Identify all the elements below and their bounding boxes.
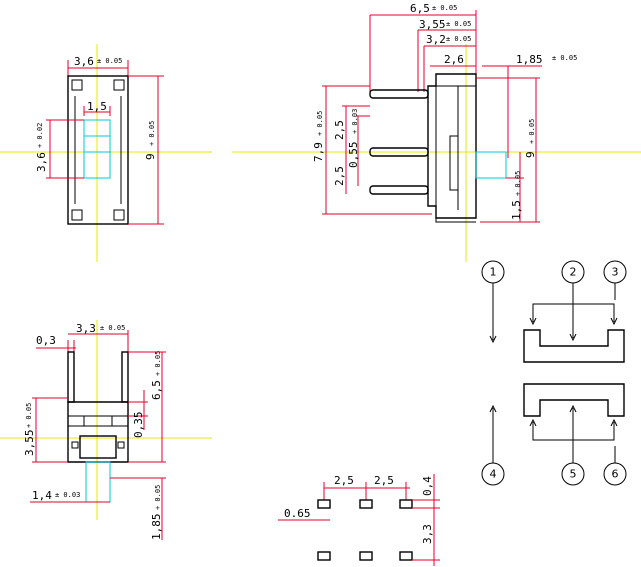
front-actuator-height-tolerance: + 0.05 bbox=[154, 485, 162, 510]
body-label: 2,6 bbox=[444, 53, 464, 66]
pitch-top-label: 2,5 bbox=[333, 120, 346, 140]
pin-number-5: 5 bbox=[570, 468, 577, 481]
footprint-pitch2-label: 2,5 bbox=[374, 474, 394, 487]
front-actuator bbox=[85, 461, 111, 503]
corner-tabs bbox=[71, 79, 125, 221]
front-body-outline bbox=[67, 401, 129, 463]
front-actuator-label: 1,4 bbox=[32, 489, 52, 502]
pitch-bottom-label: 2,5 bbox=[333, 166, 346, 186]
pad bbox=[399, 499, 413, 509]
pad bbox=[359, 551, 373, 561]
lead-5-branch bbox=[573, 422, 615, 441]
side-body-outline bbox=[427, 73, 477, 219]
front-window bbox=[79, 435, 117, 459]
pin-length-label: 3,55 bbox=[419, 18, 446, 31]
total-height-tolerance: + 0.05 bbox=[316, 111, 324, 136]
pad bbox=[399, 551, 413, 561]
front-body-label: 3,55 bbox=[23, 430, 36, 457]
height-label: 9 bbox=[144, 153, 157, 160]
top-actuator bbox=[83, 119, 111, 179]
pin-number-6: 6 bbox=[612, 468, 619, 481]
overall-tolerance: ± 0.05 bbox=[432, 4, 457, 12]
lead-5-branch bbox=[532, 422, 573, 441]
front-tab-right bbox=[117, 441, 125, 449]
pad-label: 0,4 bbox=[421, 476, 434, 496]
pin-bend-tolerance: ± 0.05 bbox=[446, 35, 471, 43]
actuator-width-label: 1,5 bbox=[510, 200, 523, 220]
front-height-label: 6,5 bbox=[150, 380, 163, 400]
front-actuator-tolerance: ± 0.03 bbox=[55, 491, 80, 499]
slot-label: 1,5 bbox=[87, 100, 107, 113]
arrow-1 bbox=[489, 335, 497, 344]
pin-length-tolerance: ± 0.05 bbox=[446, 20, 471, 28]
front-pin-left bbox=[67, 351, 75, 403]
row-label: 3,3 bbox=[421, 524, 434, 544]
arrow-5b bbox=[529, 418, 537, 427]
actuator-width-tolerance: + 0.05 bbox=[514, 171, 522, 196]
arrow-2 bbox=[569, 333, 577, 342]
slot-height-tolerance: + 0.02 bbox=[36, 123, 44, 148]
arrow-5 bbox=[569, 404, 577, 413]
pin-thick-label: 0,3 bbox=[36, 334, 56, 347]
pin-bend-label: 3,2 bbox=[426, 33, 446, 46]
pin-width-tolerance: + 0.03 bbox=[351, 109, 359, 134]
lead-2-branch bbox=[573, 303, 615, 322]
pin-span-label: 3,3 bbox=[76, 322, 96, 335]
pad bbox=[359, 499, 373, 509]
arrow-2c bbox=[610, 317, 618, 326]
side-view: 6,5 ± 0.05 3,55 ± 0.05 3,2 ± 0.05 2,6 1,… bbox=[232, 2, 641, 262]
slot-height-label: 3,6 bbox=[35, 152, 48, 172]
footprint-pitch1-label: 2,5 bbox=[334, 474, 354, 487]
pin-number-3: 3 bbox=[612, 266, 619, 279]
arrow-2b bbox=[529, 317, 537, 326]
top-body-outline bbox=[67, 75, 129, 225]
front-body-tolerance: + 0.05 bbox=[25, 403, 33, 428]
pad bbox=[317, 499, 331, 509]
actuator-tolerance: ± 0.05 bbox=[552, 54, 577, 62]
arrow-4 bbox=[489, 404, 497, 413]
front-view: 0,3 3,3 ± 0.05 6,5 + 0.05 3,55 + 0.05 bbox=[0, 320, 212, 540]
lead-2-branch bbox=[532, 303, 573, 322]
pin-number-2: 2 bbox=[570, 266, 577, 279]
pin-number-4: 4 bbox=[490, 468, 497, 481]
pin-width-label: 0,55 bbox=[347, 142, 360, 169]
arrow-5c bbox=[610, 418, 618, 427]
body-height-tolerance: + 0.05 bbox=[528, 119, 536, 144]
pad-width-label: 0.65 bbox=[284, 507, 311, 520]
front-body-detail bbox=[68, 415, 128, 427]
total-height-label: 7,9 bbox=[312, 142, 325, 162]
width-label: 3,6 bbox=[74, 55, 94, 68]
schematic: 1 2 3 4 5 6 bbox=[481, 260, 627, 486]
front-height-tolerance: + 0.05 bbox=[154, 351, 162, 376]
width-tolerance: ± 0.05 bbox=[97, 57, 122, 65]
body-window bbox=[449, 135, 459, 191]
body-detail bbox=[435, 74, 476, 223]
front-tab-left bbox=[71, 441, 79, 449]
pcb-footprint: 2,5 2,5 0,4 0.65 3,3 bbox=[278, 474, 440, 566]
top-view: 3,6 ± 0.05 1,5 3,6 + 0.02 9 + 0.05 bbox=[0, 44, 212, 262]
pin-bottom bbox=[369, 185, 429, 195]
front-pin-right bbox=[121, 351, 129, 403]
height-tolerance: + 0.05 bbox=[148, 121, 156, 146]
pad bbox=[317, 551, 331, 561]
pin-span-tolerance: ± 0.05 bbox=[100, 324, 125, 332]
front-actuator-height-label: 1,85 bbox=[150, 514, 163, 541]
body-height-label: 9 bbox=[524, 151, 537, 158]
overall-label: 6,5 bbox=[410, 2, 430, 15]
slider-top bbox=[523, 329, 625, 363]
gap-label: 0,35 bbox=[132, 412, 145, 439]
slider-bottom bbox=[523, 383, 625, 417]
pin-top bbox=[369, 89, 429, 99]
pin-number-1: 1 bbox=[490, 266, 497, 279]
actuator-label: 1,85 bbox=[516, 53, 543, 66]
side-actuator bbox=[475, 151, 507, 179]
